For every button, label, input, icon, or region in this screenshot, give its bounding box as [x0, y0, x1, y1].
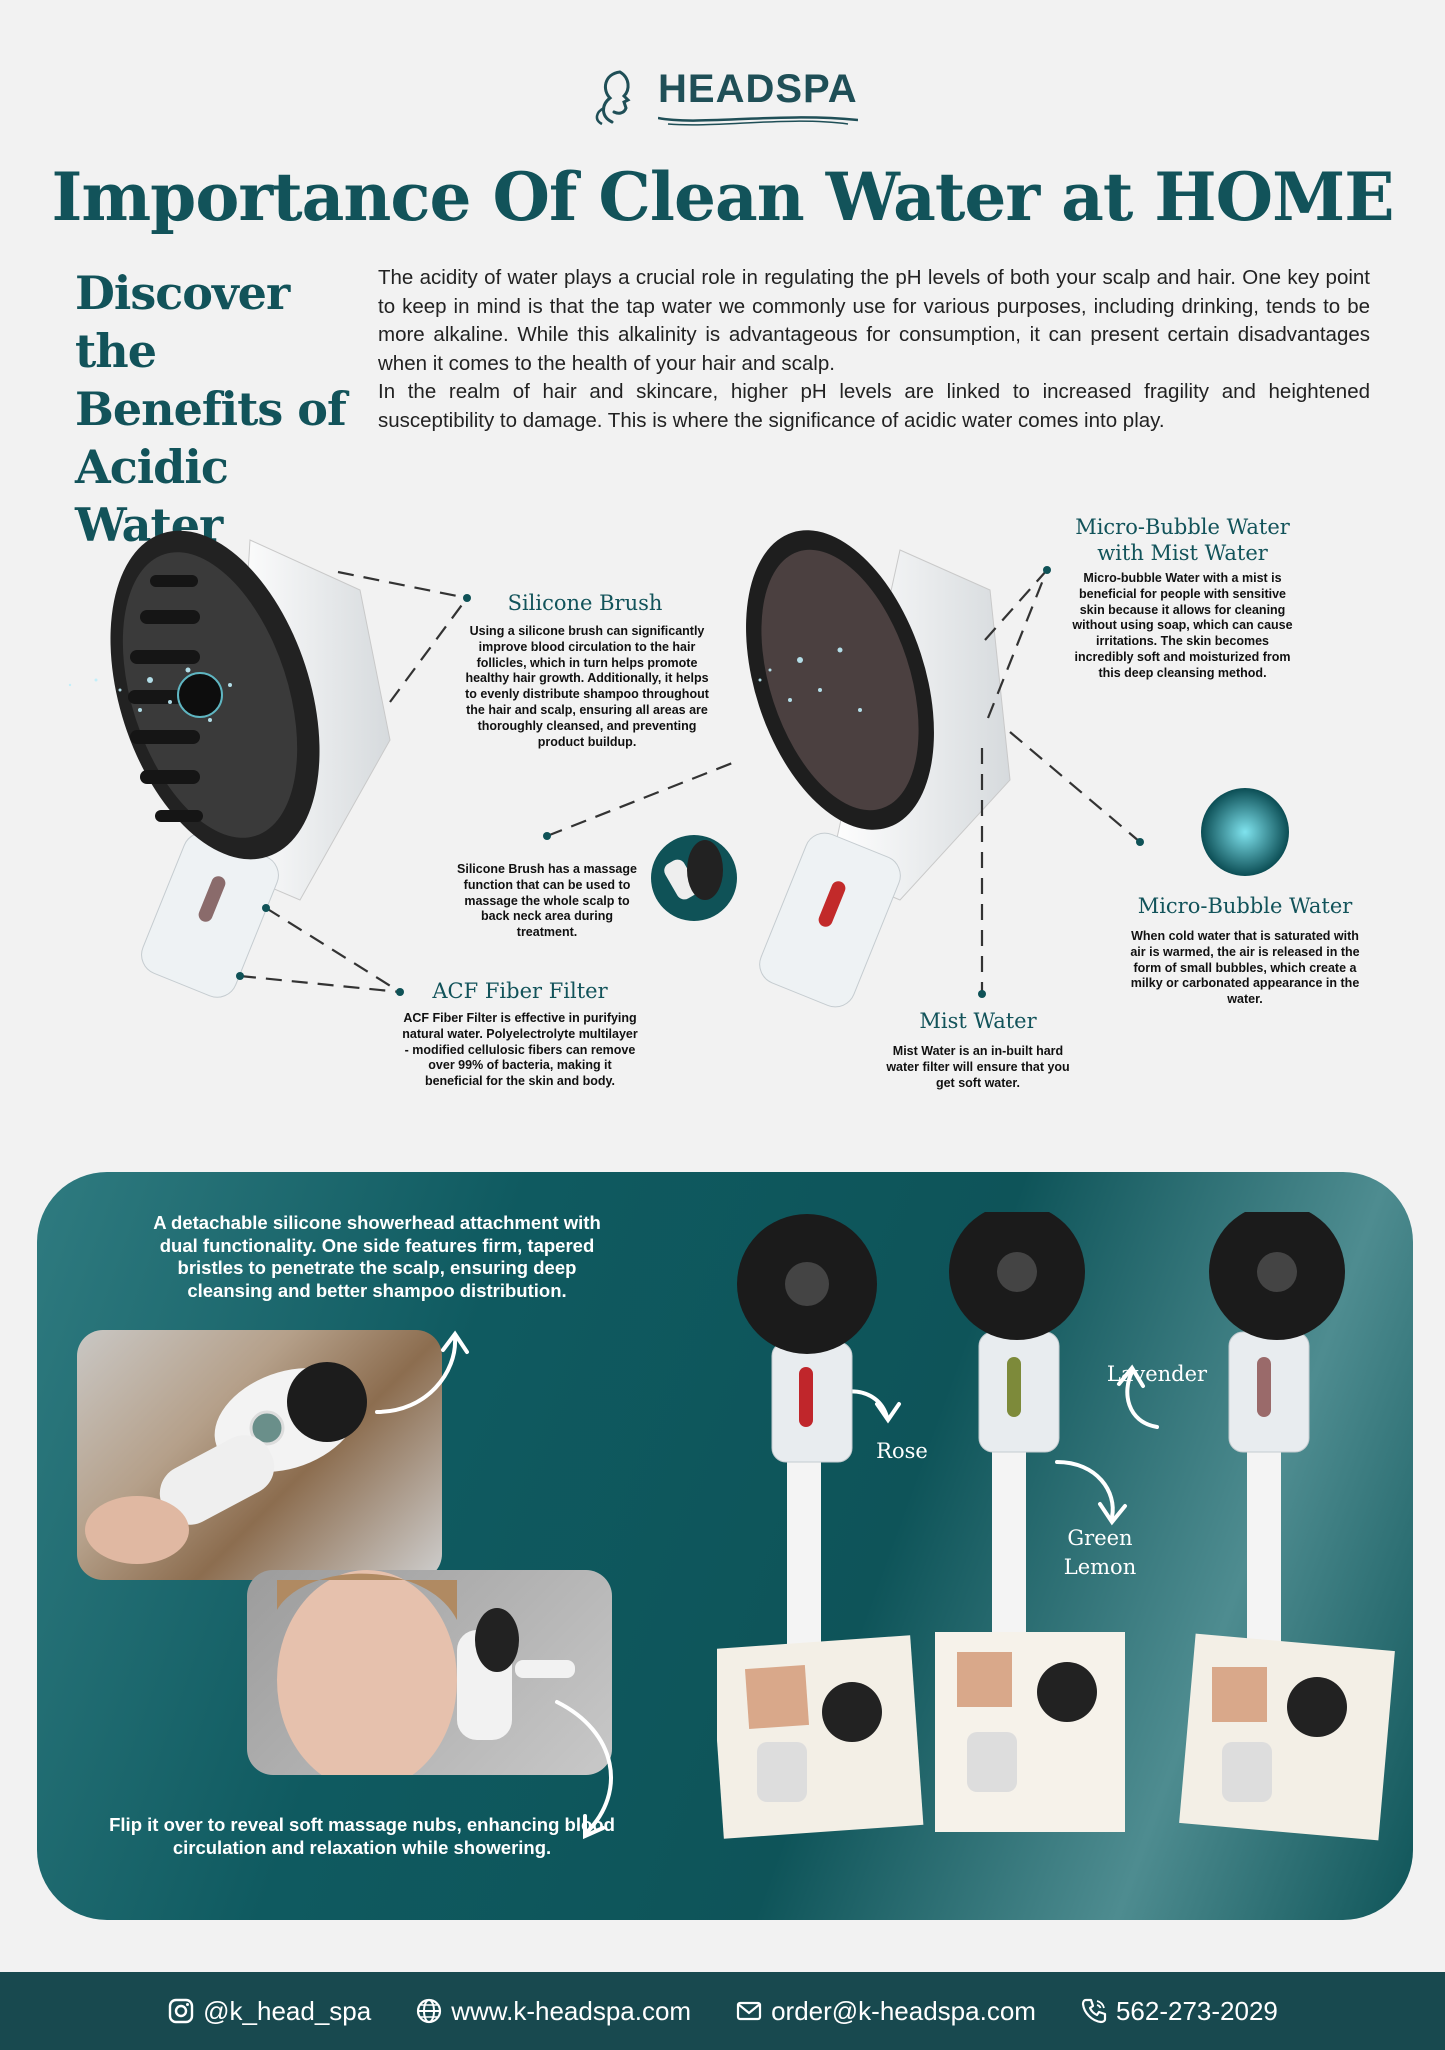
page-title: Importance Of Clean Water at HOME: [51, 158, 1394, 236]
green-lemon-variant: [935, 1212, 1125, 1832]
right-showerhead-image: [746, 530, 1011, 1008]
micro-bubble-image: [1201, 788, 1289, 876]
footer-email[interactable]: order@k-headspa.com: [735, 1996, 1036, 2027]
woman-massage-photo: [247, 1570, 612, 1775]
contact-footer: @k_head_spa www.k-headspa.com order@k-he…: [0, 1972, 1445, 2050]
silicone-brush-title: Silicone Brush: [507, 591, 663, 615]
logo-text: HEADSPA: [658, 67, 858, 111]
leader-dots: [236, 566, 1144, 998]
footer-instagram[interactable]: @k_head_spa: [167, 1996, 371, 2027]
instagram-icon: [168, 1998, 194, 2024]
micro-bubble-mist-title: Micro-Bubble Water with Mist Water: [1075, 515, 1290, 565]
logo-face-icon: [595, 70, 631, 126]
feature-panel: A detachable silicone showerhead attachm…: [37, 1172, 1413, 1920]
silicone-brush-text: Using a silicone brush can significantly…: [465, 624, 709, 749]
logo-wave-icon: [657, 116, 859, 126]
micro-bubble-title: Micro-Bubble Water: [1137, 894, 1353, 918]
micro-bubble-mist-text: Micro-bubble Water with a mist is benefi…: [1072, 571, 1293, 680]
panel-top-text: A detachable silicone showerhead attachm…: [153, 1212, 601, 1301]
panel-bottom-text: Flip it over to reveal soft massage nubs…: [109, 1814, 615, 1858]
envelope-icon: [736, 2001, 762, 2021]
globe-icon: [417, 1998, 442, 2024]
brand-logo: HEADSPA: [590, 65, 860, 133]
scent-label-rose: Rose: [876, 1439, 928, 1463]
scent-label-green-lemon: Green Lemon: [1063, 1526, 1137, 1579]
scent-label-lavender: Lavender: [1106, 1362, 1208, 1386]
micro-bubble-text: When cold water that is saturated with a…: [1130, 929, 1360, 1007]
left-showerhead-image: [68, 530, 391, 998]
instagram-handle: @k_head_spa: [203, 1995, 372, 2026]
website-url: www.k-headspa.com: [451, 1995, 692, 2026]
hair-brush-photo: [77, 1330, 442, 1580]
phone-icon: [1081, 1998, 1107, 2024]
footer-phone[interactable]: 562-273-2029: [1080, 1996, 1278, 2027]
massage-note-text: Silicone Brush has a massage function th…: [457, 862, 637, 940]
acf-filter-text: ACF Fiber Filter is effective in purifyi…: [402, 1011, 638, 1089]
product-variants-image: [717, 1212, 1395, 1841]
leader-lines: [239, 569, 1141, 994]
product-diagram: [68, 530, 1289, 1008]
massage-thumbnail-image: [651, 835, 737, 921]
intro-paragraph-2: In the realm of hair and skincare, highe…: [378, 380, 1370, 432]
intro-paragraph-1: The acidity of water plays a crucial rol…: [378, 266, 1370, 375]
rose-variant: [717, 1214, 924, 1839]
phone-number: 562-273-2029: [1115, 1995, 1278, 2026]
mist-water-text: Mist Water is an in-built hard water fil…: [886, 1044, 1070, 1090]
intro-text: The acidity of water plays a crucial rol…: [378, 264, 1370, 435]
mist-water-title: Mist Water: [919, 1009, 1037, 1033]
email-address: order@k-headspa.com: [771, 1995, 1036, 2026]
acf-filter-title: ACF Fiber Filter: [432, 979, 608, 1003]
lavender-variant: [1179, 1212, 1395, 1841]
footer-website[interactable]: www.k-headspa.com: [415, 1996, 691, 2027]
